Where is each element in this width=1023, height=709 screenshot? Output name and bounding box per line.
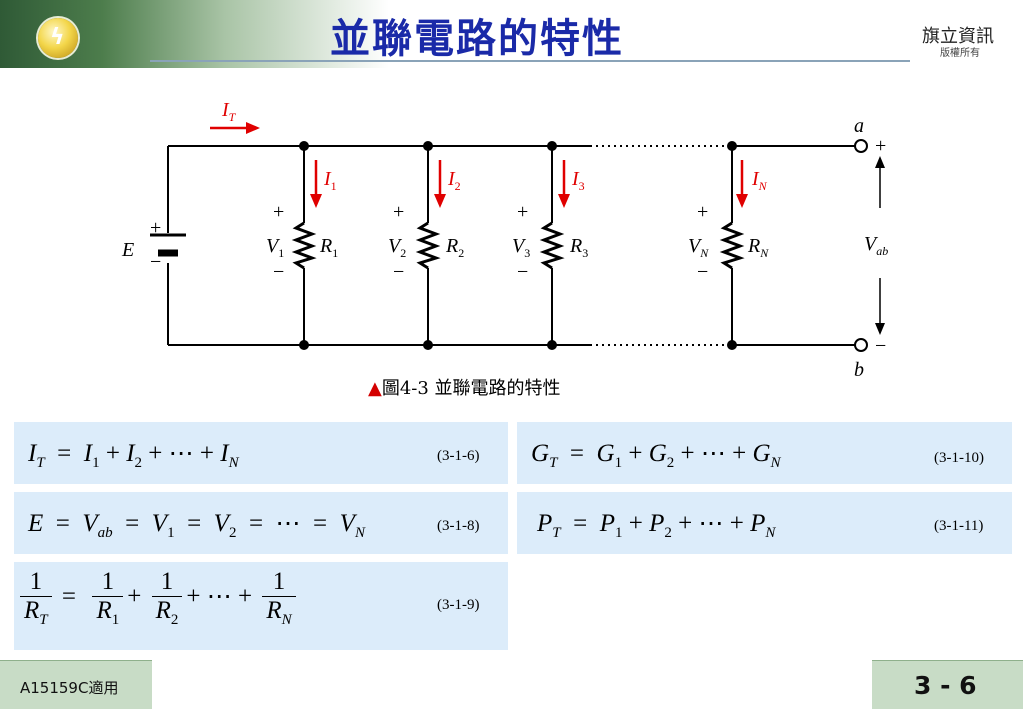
branch-voltage-label-2: V2 <box>388 235 406 260</box>
equation-number-3-1-8: (3-1-8) <box>437 518 480 534</box>
terminal-b-minus-sign: − <box>875 335 886 357</box>
footer-page-number: 3 - 6 <box>872 660 1023 709</box>
output-voltage-label: Vab <box>864 233 888 258</box>
publisher-name: 旗立資訊 <box>922 26 994 47</box>
terminal-a-plus-sign: + <box>875 135 886 157</box>
equation-total-power: PT = P1 + P2 + ⋯ + PN <box>537 510 776 541</box>
footer-course-label: A15159C適用 <box>20 679 119 697</box>
branch-current-label-n: IN <box>751 168 768 193</box>
equation-number-3-1-6: (3-1-6) <box>437 448 480 464</box>
resistor-label-3: R3 <box>569 235 588 260</box>
publisher-logo-icon: ϟ <box>38 18 78 58</box>
caption-text: 圖4-3 並聯電路的特性 <box>381 378 561 399</box>
branch-current-label-1: I1 <box>323 168 337 193</box>
figure-caption: ▲圖4-3 並聯電路的特性 <box>368 374 561 400</box>
equation-box-3-1-11 <box>517 492 1012 554</box>
equation-box-3-1-6 <box>14 422 508 484</box>
branch-voltage-label-3: V3 <box>512 235 530 260</box>
equation-number-3-1-9: (3-1-9) <box>437 597 480 613</box>
page-number-label: 3 - 6 <box>914 671 977 700</box>
copyright-note: 版權所有 <box>940 48 980 59</box>
equation-total-current: IT = I1 + I2 + ⋯ + IN <box>28 440 239 471</box>
branch-plus-sign-1: + <box>273 201 284 223</box>
branch-voltage-label-1: V1 <box>266 235 284 260</box>
equation-number-3-1-10: (3-1-10) <box>934 450 984 466</box>
equation-voltage: E = Vab = V1 = V2 = ⋯ = VN <box>28 510 365 541</box>
source-minus-sign: − <box>150 251 161 273</box>
branch-minus-sign-n: − <box>697 261 708 283</box>
branch-minus-sign-1: − <box>273 261 284 283</box>
branch-plus-sign-2: + <box>393 201 404 223</box>
equation-box-3-1-8 <box>14 492 508 554</box>
branch-current-label-3: I3 <box>571 168 585 193</box>
source-label: E <box>121 239 134 261</box>
equation-box-3-1-9 <box>14 562 508 650</box>
branch-voltage-label-n: VN <box>688 235 709 260</box>
parallel-circuit-diagram: IT I1 I2 I3 IN E + − + − + − + − + − + −… <box>121 99 888 378</box>
terminal-a-label: a <box>854 115 864 137</box>
branch-current-label-2: I2 <box>447 168 461 193</box>
branch-plus-sign-n: + <box>697 201 708 223</box>
branch-minus-sign-3: − <box>517 261 528 283</box>
header-band <box>0 0 1023 68</box>
resistor-label-2: R2 <box>445 235 464 260</box>
resistor-label-n: RN <box>747 235 769 260</box>
total-current-label: IT <box>221 99 237 124</box>
equation-total-conductance: GT = G1 + G2 + ⋯ + GN <box>531 440 781 471</box>
branch-plus-sign-3: + <box>517 201 528 223</box>
page-title: 並聯電路的特性 <box>330 16 624 62</box>
equation-box-3-1-10 <box>517 422 1012 484</box>
resistor-label-1: R1 <box>319 235 338 260</box>
equation-number-3-1-11: (3-1-11) <box>934 518 984 534</box>
source-plus-sign: + <box>150 217 161 239</box>
footer-course-code: A15159C適用 <box>0 660 152 709</box>
header-divider <box>150 60 910 62</box>
terminal-b-label: b <box>854 359 864 378</box>
caption-triangle-icon: ▲ <box>368 378 382 399</box>
branch-minus-sign-2: − <box>393 261 404 283</box>
